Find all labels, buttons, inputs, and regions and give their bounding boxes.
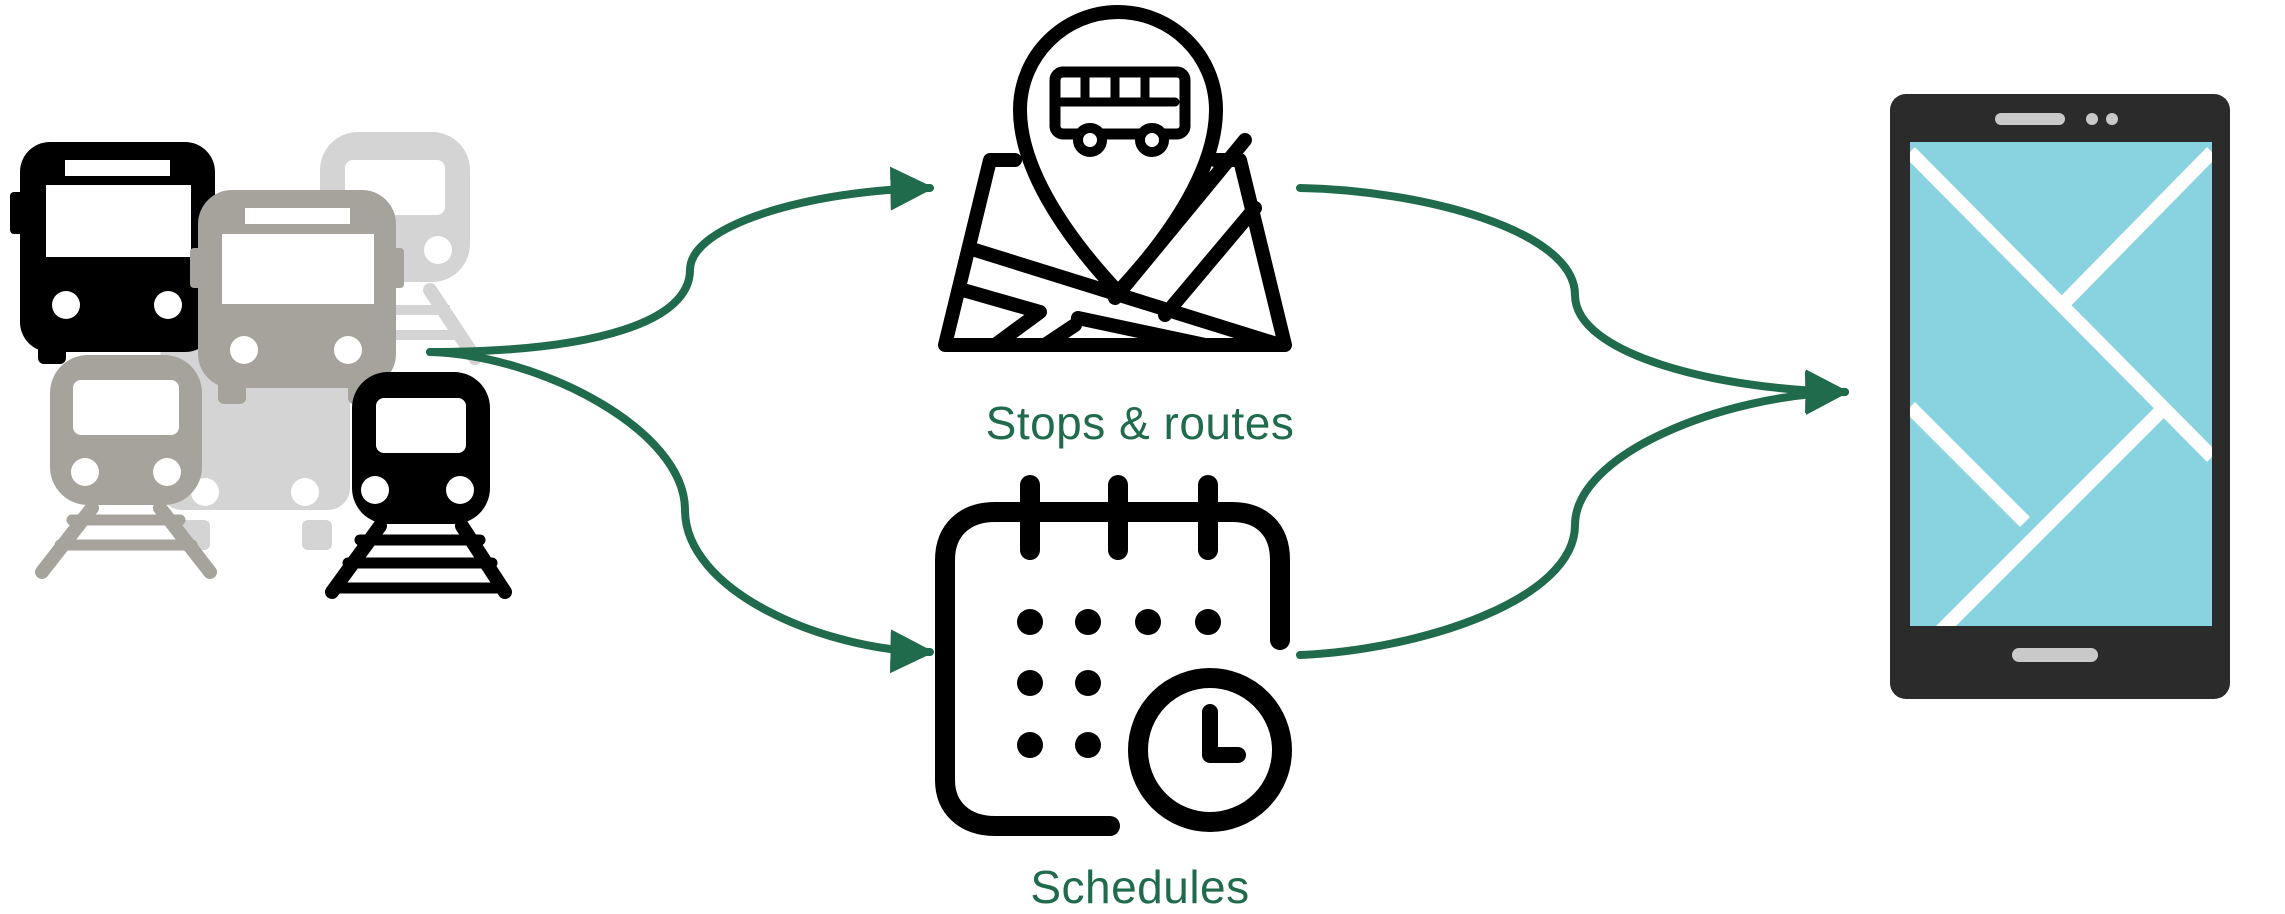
map-pin-bus-icon <box>938 5 1292 352</box>
smartphone-map-icon <box>1890 94 2230 699</box>
gray-train-icon <box>35 355 217 579</box>
arrow-transit-to-stops <box>426 166 935 356</box>
gray-bus-icon <box>190 190 404 404</box>
calendar-clock-icon <box>935 475 1292 836</box>
flow-arrows <box>426 166 1850 674</box>
clock-icon <box>1128 668 1292 832</box>
black-train-icon <box>325 372 512 599</box>
stops-routes-label: Stops & routes <box>985 397 1295 449</box>
phone-screen <box>1910 142 2212 626</box>
arrow-transit-to-schedules <box>426 348 935 674</box>
black-bus-icon <box>10 142 215 364</box>
arrow-schedules-to-phone <box>1296 370 1850 659</box>
transit-vehicles-icon <box>10 132 512 599</box>
schedules-label: Schedules <box>1030 861 1250 913</box>
arrow-stops-to-phone <box>1296 184 1850 414</box>
